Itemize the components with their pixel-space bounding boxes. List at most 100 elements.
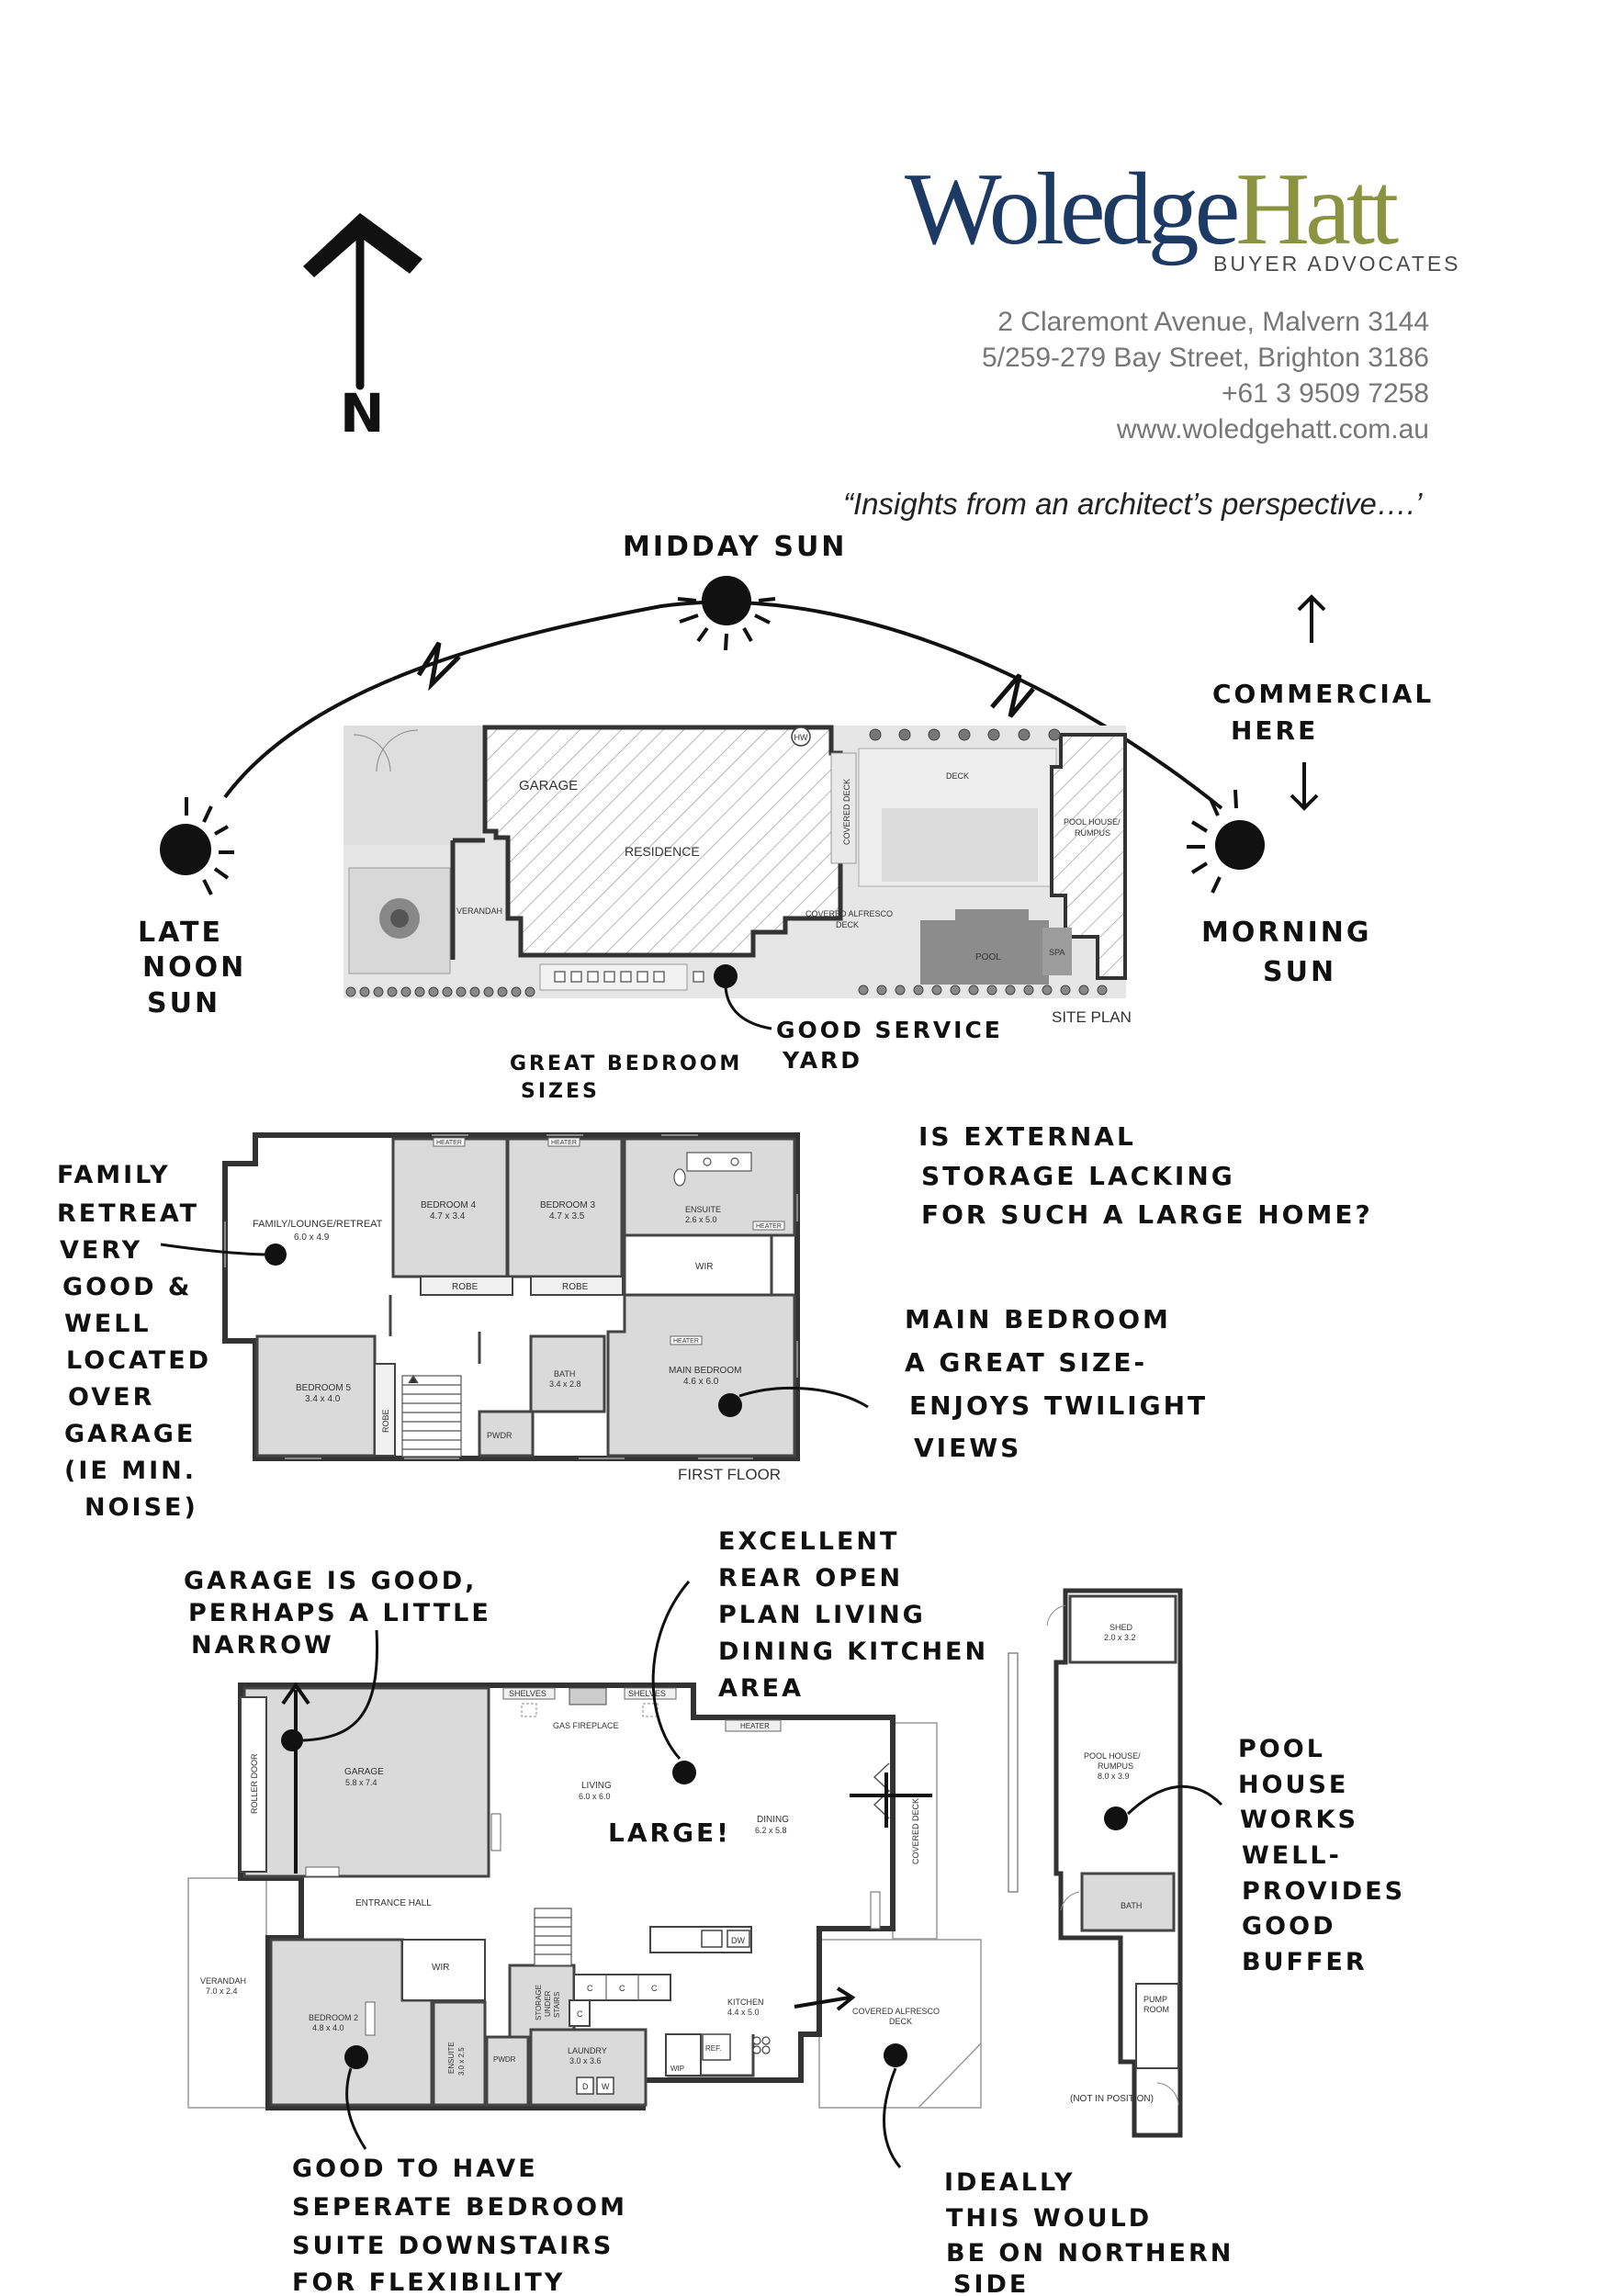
ff-label-main-bedroom: MAIN BEDROOM	[669, 1366, 741, 1376]
gf-label-covered-deck: COVERED DECK	[911, 1798, 920, 1864]
gf-label-ensuite: ENSUITE	[447, 2042, 456, 2074]
svg-text:GREAT BEDROOM: GREAT BEDROOM	[510, 1052, 742, 1075]
gf-label-gas-fireplace: GAS FIREPLACE	[553, 1721, 619, 1730]
ff-room-bath	[529, 1334, 606, 1413]
svg-text:3.0 x 3.6: 3.0 x 3.6	[569, 2056, 602, 2065]
svg-text:PLAN LIVING: PLAN LIVING	[718, 1601, 926, 1629]
svg-text:WORKS: WORKS	[1240, 1806, 1358, 1834]
svg-text:OVER: OVER	[68, 1383, 154, 1412]
svg-text:HERE: HERE	[1231, 715, 1318, 746]
svg-text:WELL-: WELL-	[1242, 1841, 1342, 1870]
gf-label-wip: WIP	[670, 2065, 684, 2073]
svg-text:8.0 x 3.9: 8.0 x 3.9	[1098, 1772, 1130, 1781]
site-spa	[1042, 928, 1072, 975]
gf-label-dryer: D	[582, 2082, 589, 2091]
ff-label-wir: WIR	[695, 1262, 713, 1272]
svg-text:THIS WOULD: THIS WOULD	[946, 2204, 1152, 2233]
svg-text:LATE: LATE	[138, 917, 223, 949]
svg-text:NARROW: NARROW	[191, 1631, 334, 1660]
external-storage-note: IS EXTERNAL STORAGE LACKING FOR SUCH A L…	[918, 1121, 1373, 1230]
northern-side-note: IDEALLY THIS WOULD BE ON NORTHERN SIDE	[883, 2043, 1233, 2296]
ph-label-not-in-position: (NOT IN POSITION)	[1070, 2094, 1154, 2104]
svg-text:SIDE: SIDE	[953, 2270, 1029, 2296]
ff-room-main-bedroom	[606, 1293, 796, 1458]
gf-room-wir	[401, 1939, 486, 2001]
svg-text:GARAGE IS GOOD,: GARAGE IS GOOD,	[184, 1567, 477, 1595]
svg-text:4.8 x 4.0: 4.8 x 4.0	[312, 2023, 344, 2032]
midday-sun-icon	[677, 576, 776, 651]
svg-text:IDEALLY: IDEALLY	[944, 2168, 1076, 2197]
gf-label-shelves-2: SHELVES	[628, 1689, 666, 1698]
svg-text:SEPERATE BEDROOM: SEPERATE BEDROOM	[292, 2193, 627, 2222]
sun-path-arrow-east	[990, 673, 1035, 718]
sun-path-arrow-west	[416, 641, 461, 692]
svg-text:PERHAPS A LITTLE: PERHAPS A LITTLE	[188, 1599, 491, 1627]
late-noon-sun-icon	[160, 797, 234, 895]
svg-text:DINING KITCHEN: DINING KITCHEN	[718, 1638, 988, 1666]
svg-text:IS EXTERNAL: IS EXTERNAL	[918, 1121, 1136, 1152]
svg-text:6.0 x 6.0: 6.0 x 6.0	[579, 1792, 611, 1801]
svg-text:NOON: NOON	[142, 951, 246, 984]
gf-label-dining: DINING	[757, 1815, 789, 1825]
svg-text:PROVIDES: PROVIDES	[1242, 1877, 1405, 1906]
svg-text:SUITE DOWNSTAIRS: SUITE DOWNSTAIRS	[292, 2232, 614, 2260]
svg-text:BE ON NORTHERN: BE ON NORTHERN	[946, 2239, 1233, 2268]
ff-room-pwdr	[478, 1410, 535, 1458]
svg-text:FAMILY: FAMILY	[57, 1161, 171, 1189]
svg-text:REAR OPEN: REAR OPEN	[718, 1564, 903, 1593]
svg-text:VERY: VERY	[60, 1236, 142, 1265]
gf-label-heater: HEATER	[740, 1722, 770, 1730]
svg-text:6.0 x 4.9: 6.0 x 4.9	[294, 1232, 330, 1243]
company-logo: WoledgeHatt BUYER ADVOCATES	[905, 158, 1459, 276]
logo-hatt: Hatt	[1235, 152, 1399, 266]
svg-text:ENJOYS TWILIGHT: ENJOYS TWILIGHT	[909, 1390, 1208, 1421]
ff-label-pwdr: PWDR	[487, 1431, 513, 1440]
logo-woledge: Woledge	[905, 152, 1240, 266]
svg-text:2.6 x 5.0: 2.6 x 5.0	[685, 1215, 717, 1224]
svg-text:4.4 x 5.0: 4.4 x 5.0	[727, 2008, 760, 2017]
ff-label-bedroom-5: BEDROOM 5	[296, 1383, 351, 1393]
svg-text:YARD: YARD	[782, 1047, 862, 1074]
site-label-pool-house: POOL HOUSE/	[1064, 817, 1121, 827]
north-arrow-icon: N	[303, 213, 422, 445]
svg-text:MORNING: MORNING	[1201, 917, 1371, 949]
midday-sun-label: MIDDAY SUN	[623, 531, 847, 563]
svg-text:COMMERCIAL: COMMERCIAL	[1212, 679, 1434, 709]
gf-room-ensuite	[432, 2000, 487, 2107]
ph-label-shed: SHED	[1109, 1623, 1133, 1632]
family-retreat-note: FAMILY RETREAT VERY GOOD & WELL LOCATED …	[57, 1161, 287, 1522]
svg-text:3.0 x 2.5: 3.0 x 2.5	[457, 2047, 466, 2076]
ff-label-bedroom-3: BEDROOM 3	[540, 1200, 595, 1210]
site-label-covered-deck: COVERED DECK	[842, 779, 851, 845]
svg-text:2.0 x 3.2: 2.0 x 3.2	[1104, 1633, 1136, 1642]
site-label-pool: POOL	[975, 952, 1001, 962]
site-plan-title: SITE PLAN	[1052, 1008, 1132, 1026]
garage-note: GARAGE IS GOOD, PERHAPS A LITTLE NARROW	[184, 1567, 491, 1751]
ff-label-bedroom-4: BEDROOM 4	[421, 1200, 476, 1210]
site-boundary-trees	[345, 985, 1108, 997]
morning-sun-label: MORNING SUN	[1201, 917, 1371, 988]
website-link[interactable]: www.woledgehatt.com.au	[1116, 414, 1429, 445]
gf-alfresco-deck	[818, 1939, 982, 2109]
ph-room-bath	[1080, 1872, 1176, 1932]
svg-text:HEATER: HEATER	[551, 1140, 577, 1146]
svg-text:MAIN BEDROOM: MAIN BEDROOM	[905, 1304, 1171, 1334]
commercial-here-note: COMMERCIAL HERE	[1212, 594, 1434, 811]
gf-label-pwdr: PWDR	[493, 2055, 516, 2064]
gf-label-cupboard-3: C	[651, 1984, 658, 1993]
sun-path-sketch	[223, 600, 1223, 810]
ff-label-ensuite: ENSUITE	[685, 1205, 721, 1214]
svg-text:GOOD TO HAVE: GOOD TO HAVE	[292, 2155, 538, 2183]
downstairs-bedroom-note: GOOD TO HAVE SEPERATE BEDROOM SUITE DOWN…	[292, 2045, 627, 2296]
site-label-spa: SPA	[1049, 948, 1064, 957]
site-pool	[920, 920, 1049, 985]
svg-text:3.4 x 4.0: 3.4 x 4.0	[305, 1394, 341, 1404]
svg-text:GOOD &: GOOD &	[62, 1273, 192, 1301]
large-note: LARGE!	[608, 1818, 731, 1848]
svg-text:FOR SUCH A LARGE HOME?: FOR SUCH A LARGE HOME?	[921, 1199, 1373, 1230]
gf-label-storage: STORAGE	[535, 1985, 543, 2020]
svg-text:4.7 x 3.4: 4.7 x 3.4	[430, 1211, 466, 1221]
gf-label-wir: WIR	[432, 1963, 449, 1973]
site-label-garage: GARAGE	[519, 778, 578, 793]
svg-text:LOCATED: LOCATED	[66, 1346, 211, 1375]
